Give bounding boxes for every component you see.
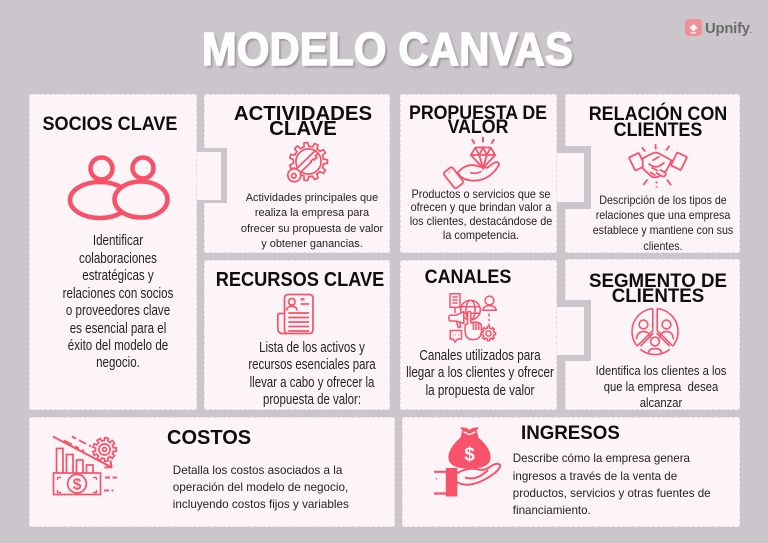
svg-text:$: $ <box>73 476 82 493</box>
svg-text:$: $ <box>464 445 475 466</box>
